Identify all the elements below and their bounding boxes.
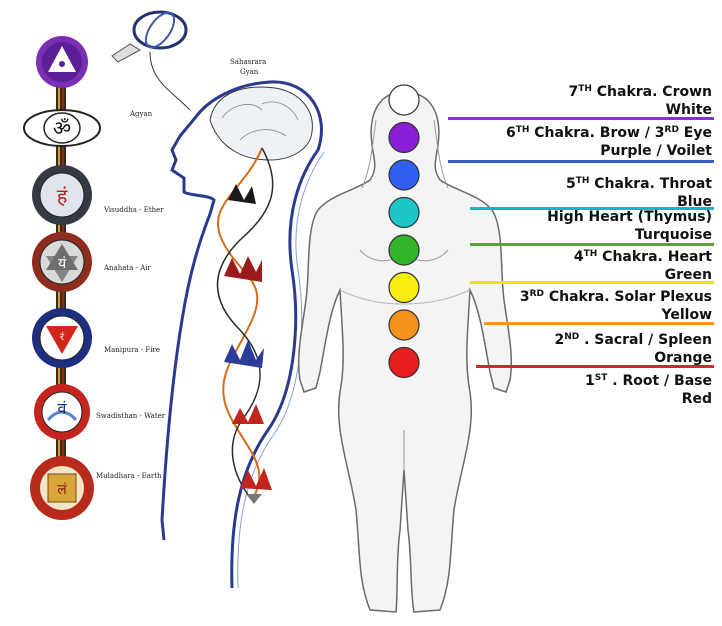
swadhisthana-symbol-icon: वं xyxy=(34,384,90,440)
chakra-name: 2ND . Sacral / Spleen xyxy=(554,332,712,348)
heart-lotus-icon xyxy=(224,256,262,282)
swadisthan-label: Swadisthan - Water xyxy=(96,412,166,420)
chakra-label-brow: 6TH Chakra. Brow / 3RD Eye Purple / Voil… xyxy=(506,121,712,160)
chakra-symbol-column: ॐ हं यं रं वं xyxy=(23,36,101,520)
chakra-circle-brow xyxy=(388,121,420,154)
chakra-color-name: Blue xyxy=(677,194,712,210)
chakra-rule-sacral xyxy=(476,365,714,368)
chakra-label-throat: 5TH Chakra. Throat Blue xyxy=(566,172,712,211)
manipura-symbol-text: रं xyxy=(60,331,65,343)
chakra-name: 6TH Chakra. Brow / 3RD Eye xyxy=(505,125,712,141)
chakra-circle-group xyxy=(388,84,420,379)
chakra-label-solar-plexus: 3RD Chakra. Solar Plexus Yellow xyxy=(520,285,712,324)
sahasrara-symbol-icon xyxy=(36,36,88,88)
chakra-label-sacral: 2ND . Sacral / Spleen Orange xyxy=(554,328,712,367)
gyan-orb-icon xyxy=(111,10,191,111)
muladhara-label: Muladhara - Earth xyxy=(96,472,162,480)
chakra-rule-throat xyxy=(470,207,714,210)
sacral-lotus-icon xyxy=(232,404,264,424)
chakra-name: 7TH Chakra. Crown xyxy=(568,84,712,100)
anahata-symbol-icon: यं xyxy=(32,232,92,292)
chakra-label-high-heart: High Heart (Thymus) Turquoise xyxy=(547,208,712,244)
chakra-color-name: Orange xyxy=(654,350,712,366)
chakra-name: 3RD Chakra. Solar Plexus xyxy=(519,289,712,305)
anahata-symbol-text: यं xyxy=(58,256,67,272)
brain-icon xyxy=(209,86,313,161)
chakra-name: 5TH Chakra. Throat xyxy=(565,176,712,192)
chakra-color-name: Purple / Voilet xyxy=(600,143,712,159)
chakra-rule-brow xyxy=(448,160,714,163)
chakra-rule-crown xyxy=(448,117,714,120)
chakra-color-name: White xyxy=(665,102,712,118)
chakra-label-crown: 7TH Chakra. Crown White xyxy=(568,80,712,119)
chakra-circle-solar-plexus xyxy=(388,271,420,304)
navel-lotus-icon xyxy=(224,340,264,368)
chakra-color-name: Yellow xyxy=(661,307,713,323)
chakra-rule-solar-plexus xyxy=(484,322,714,325)
throat-lotus-icon xyxy=(228,184,256,204)
chakra-name: 1ST . Root / Base xyxy=(585,373,712,389)
root-lotus-icon xyxy=(240,468,272,504)
swadhisthana-symbol-text: वं xyxy=(58,399,68,418)
visuddha-label: Visuddha - Ether xyxy=(103,206,164,214)
ajna-symbol-text: ॐ xyxy=(53,116,71,140)
gyan-label: Gyan xyxy=(240,68,259,76)
sahasrara-label: Sahasrara xyxy=(230,58,266,66)
chakra-circle-sacral xyxy=(388,309,420,341)
chakra-circle-throat xyxy=(388,159,420,191)
vishuddha-symbol-text: हं xyxy=(57,184,68,208)
ajna-symbol-icon: ॐ xyxy=(23,109,101,147)
chakra-color-name: Green xyxy=(664,267,712,283)
chakra-circle-root xyxy=(388,346,420,379)
chakra-rule-heart xyxy=(470,281,714,284)
chakra-label-heart: 4TH Chakra. Heart Green xyxy=(574,245,712,284)
chakra-color-name: Turquoise xyxy=(634,227,712,243)
muladhara-symbol-text: लं xyxy=(57,482,67,498)
chakra-label-root: 1ST . Root / Base Red xyxy=(585,369,712,408)
chakra-name: 4TH Chakra. Heart xyxy=(573,249,712,265)
chakra-circle-crown xyxy=(388,84,420,116)
chakra-name: High Heart (Thymus) xyxy=(547,209,712,225)
chakra-circle-heart xyxy=(388,234,420,266)
manipura-symbol-icon: रं xyxy=(32,308,92,368)
manipura-label: Manipura - Fire xyxy=(104,346,160,354)
chakra-circle-high-heart xyxy=(388,196,420,229)
muladhara-symbol-icon: लं xyxy=(30,456,94,520)
vishuddha-symbol-icon: हं xyxy=(32,165,92,225)
anahata-label: Anahata - Air xyxy=(103,264,152,272)
chakra-rule-high-heart xyxy=(470,243,714,246)
chakra-color-name: Red xyxy=(681,391,712,407)
profile-figure: Sahasrara Gyan Agyan Visuddha - Ether An… xyxy=(96,10,325,589)
agyan-label: Agyan xyxy=(129,110,153,118)
